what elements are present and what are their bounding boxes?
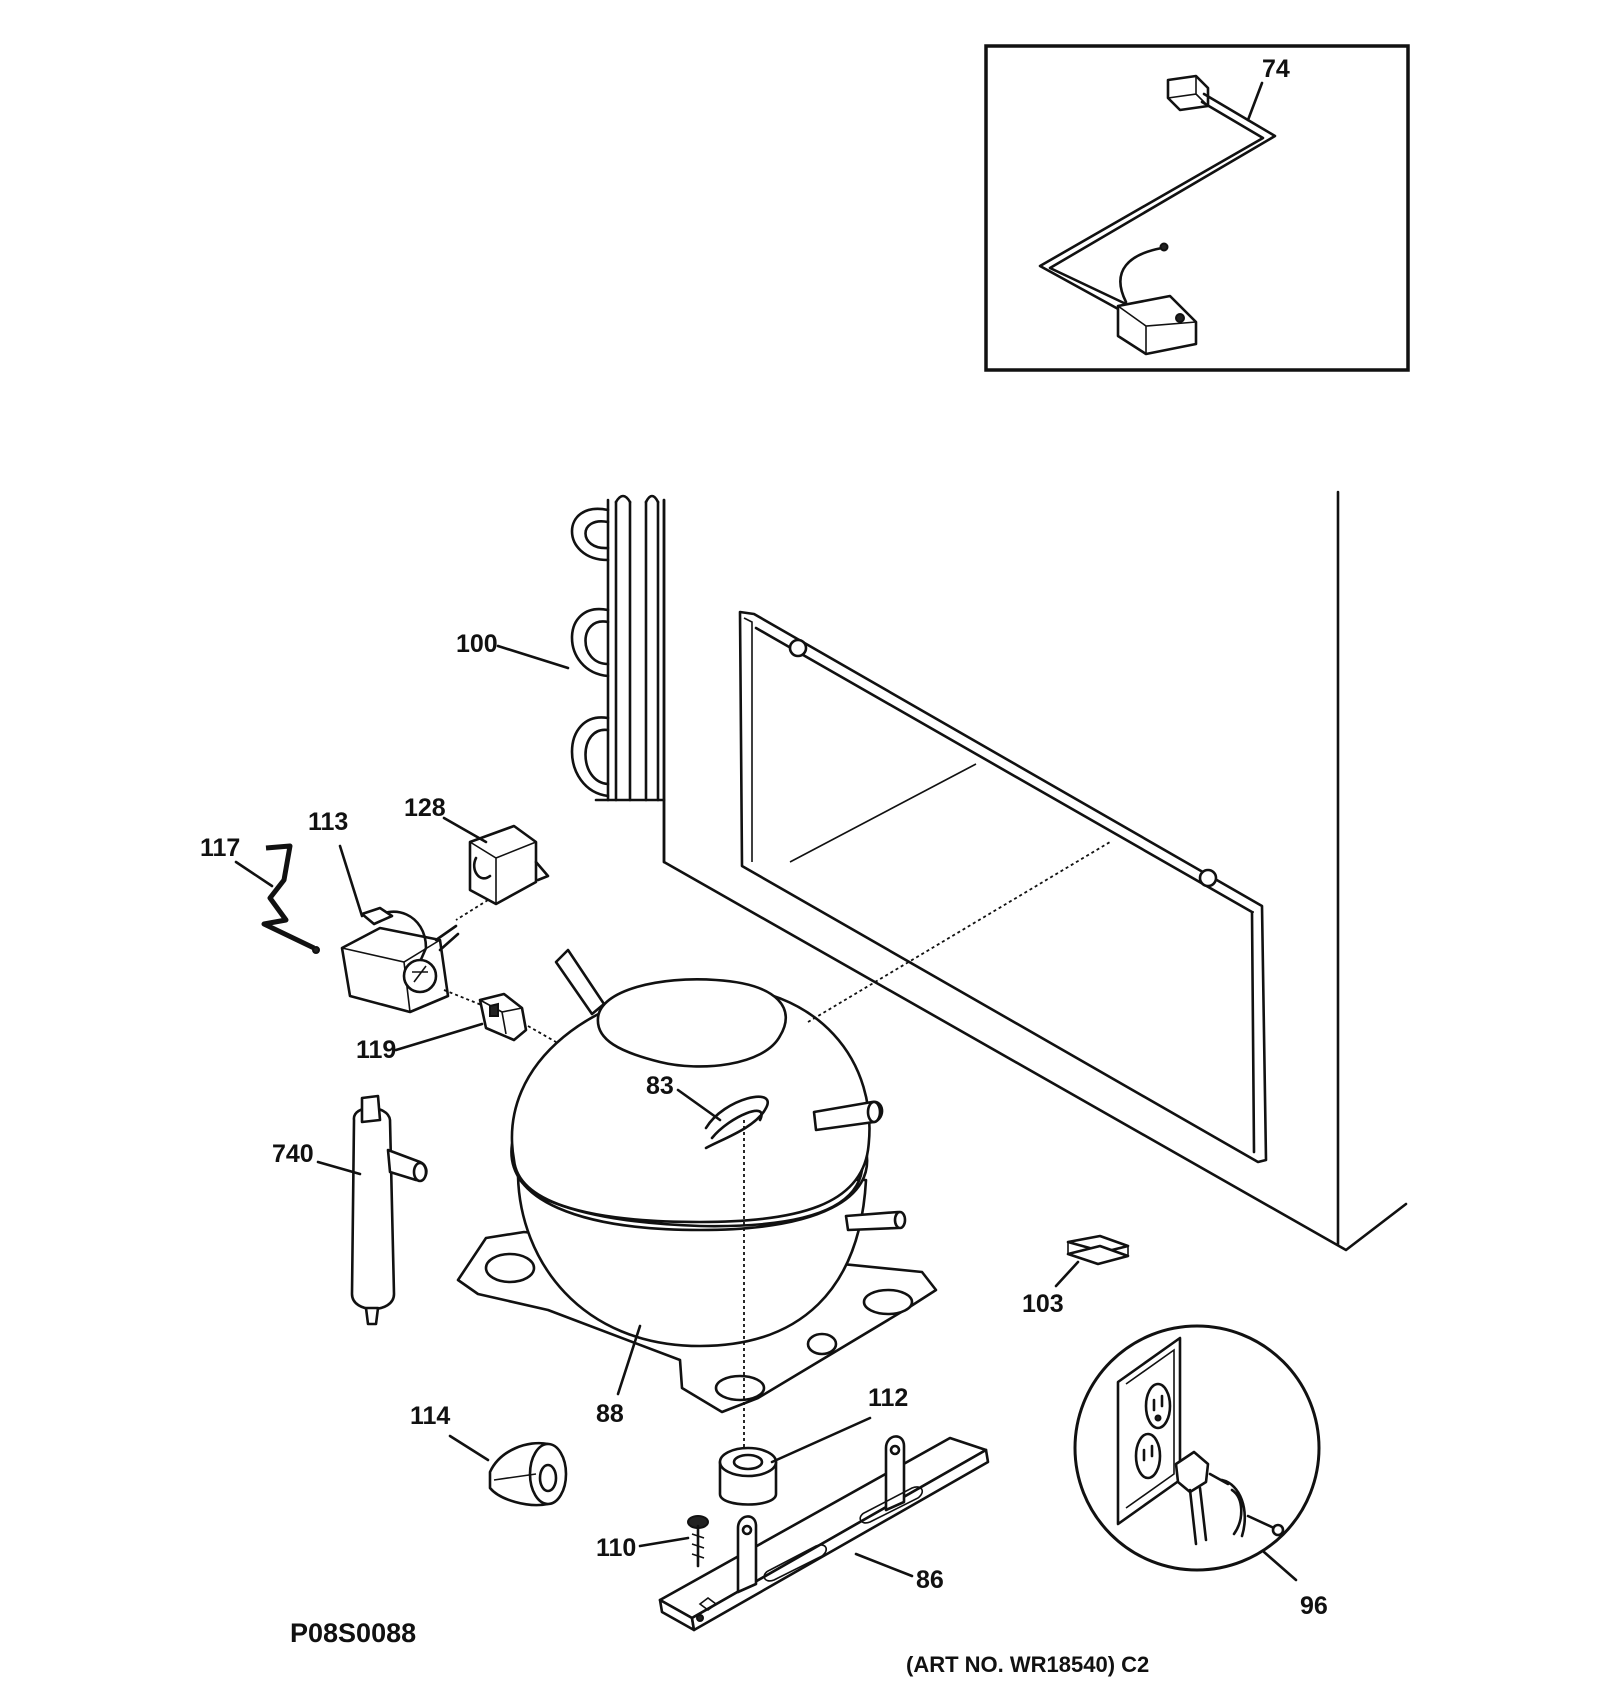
mounting-rail <box>658 1435 990 1632</box>
leader-114 <box>448 1434 490 1462</box>
leader-74 <box>1246 81 1264 122</box>
terminal-connector <box>478 992 528 1042</box>
diagram-code: P08S0088 <box>290 1618 416 1648</box>
condenser-coil <box>570 494 666 864</box>
cabinet-outline <box>662 490 1408 1252</box>
callout-117: 117 <box>200 834 240 862</box>
compressor <box>456 948 938 1460</box>
leader-117 <box>234 860 274 888</box>
assembly-line-128 <box>455 899 489 921</box>
leader-112 <box>770 1416 872 1464</box>
overload-protector <box>468 824 550 906</box>
callout-110: 110 <box>596 1534 636 1562</box>
assembly-line-compressor <box>807 841 1111 1023</box>
foam-pad <box>1066 1234 1130 1266</box>
leader-110 <box>638 1536 690 1548</box>
callout-74: 74 <box>1262 55 1290 83</box>
wire-clip <box>261 843 320 954</box>
callout-100: 100 <box>456 630 498 658</box>
leader-88 <box>616 1324 642 1396</box>
leader-103 <box>1054 1260 1080 1288</box>
callout-103: 103 <box>1022 1290 1064 1318</box>
inset-wiring-harness <box>984 44 1410 372</box>
callout-86: 86 <box>916 1566 944 1594</box>
leader-128 <box>442 816 488 844</box>
leader-740 <box>316 1160 362 1176</box>
mounting-grommet <box>718 1446 778 1506</box>
callout-88: 88 <box>596 1400 624 1428</box>
leader-119 <box>394 1022 484 1052</box>
leader-100 <box>496 644 570 670</box>
detail-outlet-plug <box>1073 1324 1321 1572</box>
callout-740: 740 <box>272 1140 314 1168</box>
art-number: (ART NO. WR18540) C2 <box>906 1652 1149 1677</box>
assembly-line-113 <box>443 989 485 1007</box>
filter-dryer <box>350 1094 428 1326</box>
assembly-line-119 <box>527 1025 557 1043</box>
callout-128: 128 <box>404 794 446 822</box>
callout-96: 96 <box>1300 1592 1328 1620</box>
leader-86 <box>854 1552 914 1578</box>
leader-83 <box>676 1088 722 1122</box>
callout-114: 114 <box>410 1402 450 1430</box>
rubber-sleeve <box>488 1441 568 1507</box>
callout-113: 113 <box>308 808 348 836</box>
callout-112: 112 <box>868 1384 908 1412</box>
callout-119: 119 <box>356 1036 396 1064</box>
callout-83: 83 <box>646 1072 674 1100</box>
mounting-screw <box>687 1515 709 1568</box>
leader-96 <box>1262 1550 1298 1582</box>
start-relay <box>340 906 460 1014</box>
leader-113 <box>338 844 364 918</box>
